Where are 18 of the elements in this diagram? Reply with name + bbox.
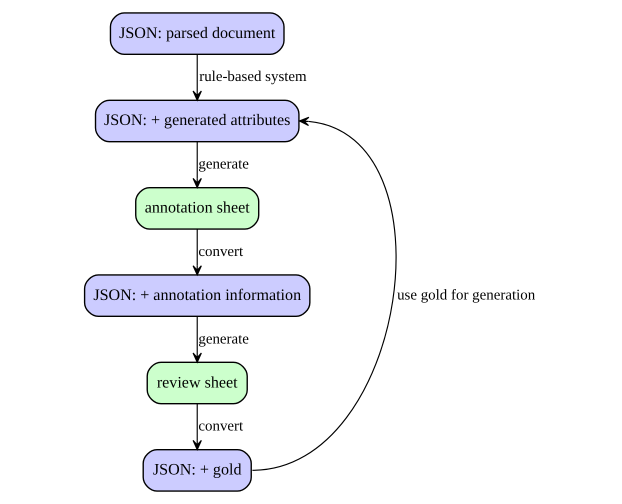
- arrow: [192, 142, 202, 188]
- node-box: review sheet: [146, 362, 248, 404]
- edge-label: use gold for generation: [397, 288, 536, 304]
- arrow: [192, 54, 202, 101]
- edge-label: generate: [198, 331, 249, 348]
- node-box: JSON: + gold: [142, 448, 252, 492]
- arrow: [192, 404, 202, 450]
- arrow: [192, 316, 202, 363]
- edge-label: convert: [198, 244, 244, 260]
- node-box: annotation sheet: [135, 186, 260, 230]
- arrow: [252, 116, 397, 471]
- edge-label: convert: [198, 418, 244, 435]
- node-box: JSON: + annotation information: [84, 274, 311, 318]
- node-box: JSON: + generated attributes: [94, 100, 300, 142]
- edge-label: rule-based system: [199, 69, 307, 86]
- node-box: JSON: parsed document: [110, 12, 285, 56]
- arrow: [192, 229, 202, 276]
- edge-label: generate: [198, 156, 249, 173]
